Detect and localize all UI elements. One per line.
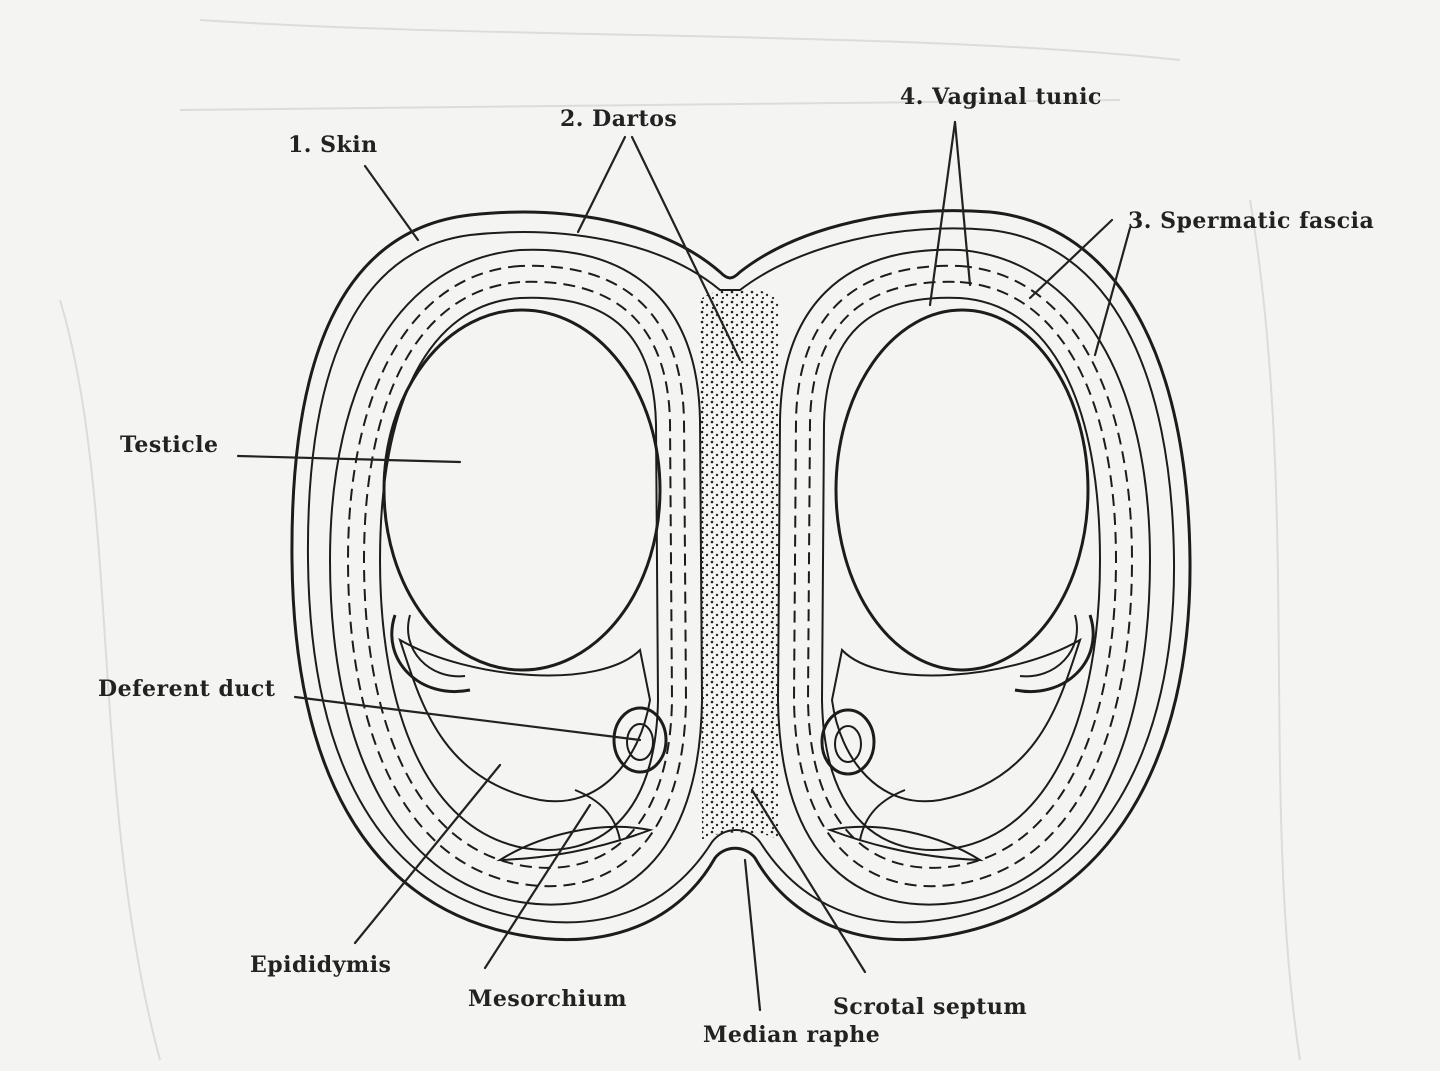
right-testicle <box>820 308 1095 862</box>
vaginal-tunic-leader-2 <box>953 120 972 287</box>
left-compartment <box>328 248 704 906</box>
deferent-duct-leader <box>293 695 642 742</box>
label-vaginal-tunic: 4. Vaginal tunic <box>900 84 1102 110</box>
label-skin: 1. Skin <box>288 132 378 158</box>
median-raphe-leader <box>743 858 762 1012</box>
label-deferent-duct: Deferent duct <box>98 676 276 702</box>
label-dartos: 2. Dartos <box>560 106 677 132</box>
label-mesorchium: Mesorchium <box>468 986 627 1012</box>
dartos-leader-2 <box>630 135 742 362</box>
label-median-raphe: Median raphe <box>703 1022 880 1048</box>
right-compartment <box>776 248 1152 906</box>
labels: 1. Skin 2. Dartos 4. Vaginal tunic 3. Sp… <box>98 84 1374 1048</box>
testicle-leader <box>236 454 462 464</box>
vaginal-tunic-leader-1 <box>928 120 957 307</box>
scrotal-septum-region <box>700 288 780 840</box>
label-testicle: Testicle <box>120 432 219 458</box>
spermatic-fascia-leader-1 <box>1028 218 1114 300</box>
epididymis-leader <box>353 763 502 945</box>
background-sketch <box>59 19 1301 1061</box>
skin-leader <box>363 164 420 242</box>
label-epididymis: Epididymis <box>250 952 391 978</box>
label-scrotal-septum: Scrotal septum <box>833 994 1027 1020</box>
left-testicle <box>382 308 668 862</box>
mesorchium-leader <box>483 803 592 970</box>
leader-lines <box>236 120 1132 1012</box>
dartos-leader-1 <box>576 135 627 234</box>
spermatic-fascia-leader-2 <box>1093 226 1132 357</box>
scrotal-septum-leader <box>750 788 867 974</box>
label-spermatic-fascia: 3. Spermatic fascia <box>1128 208 1374 234</box>
